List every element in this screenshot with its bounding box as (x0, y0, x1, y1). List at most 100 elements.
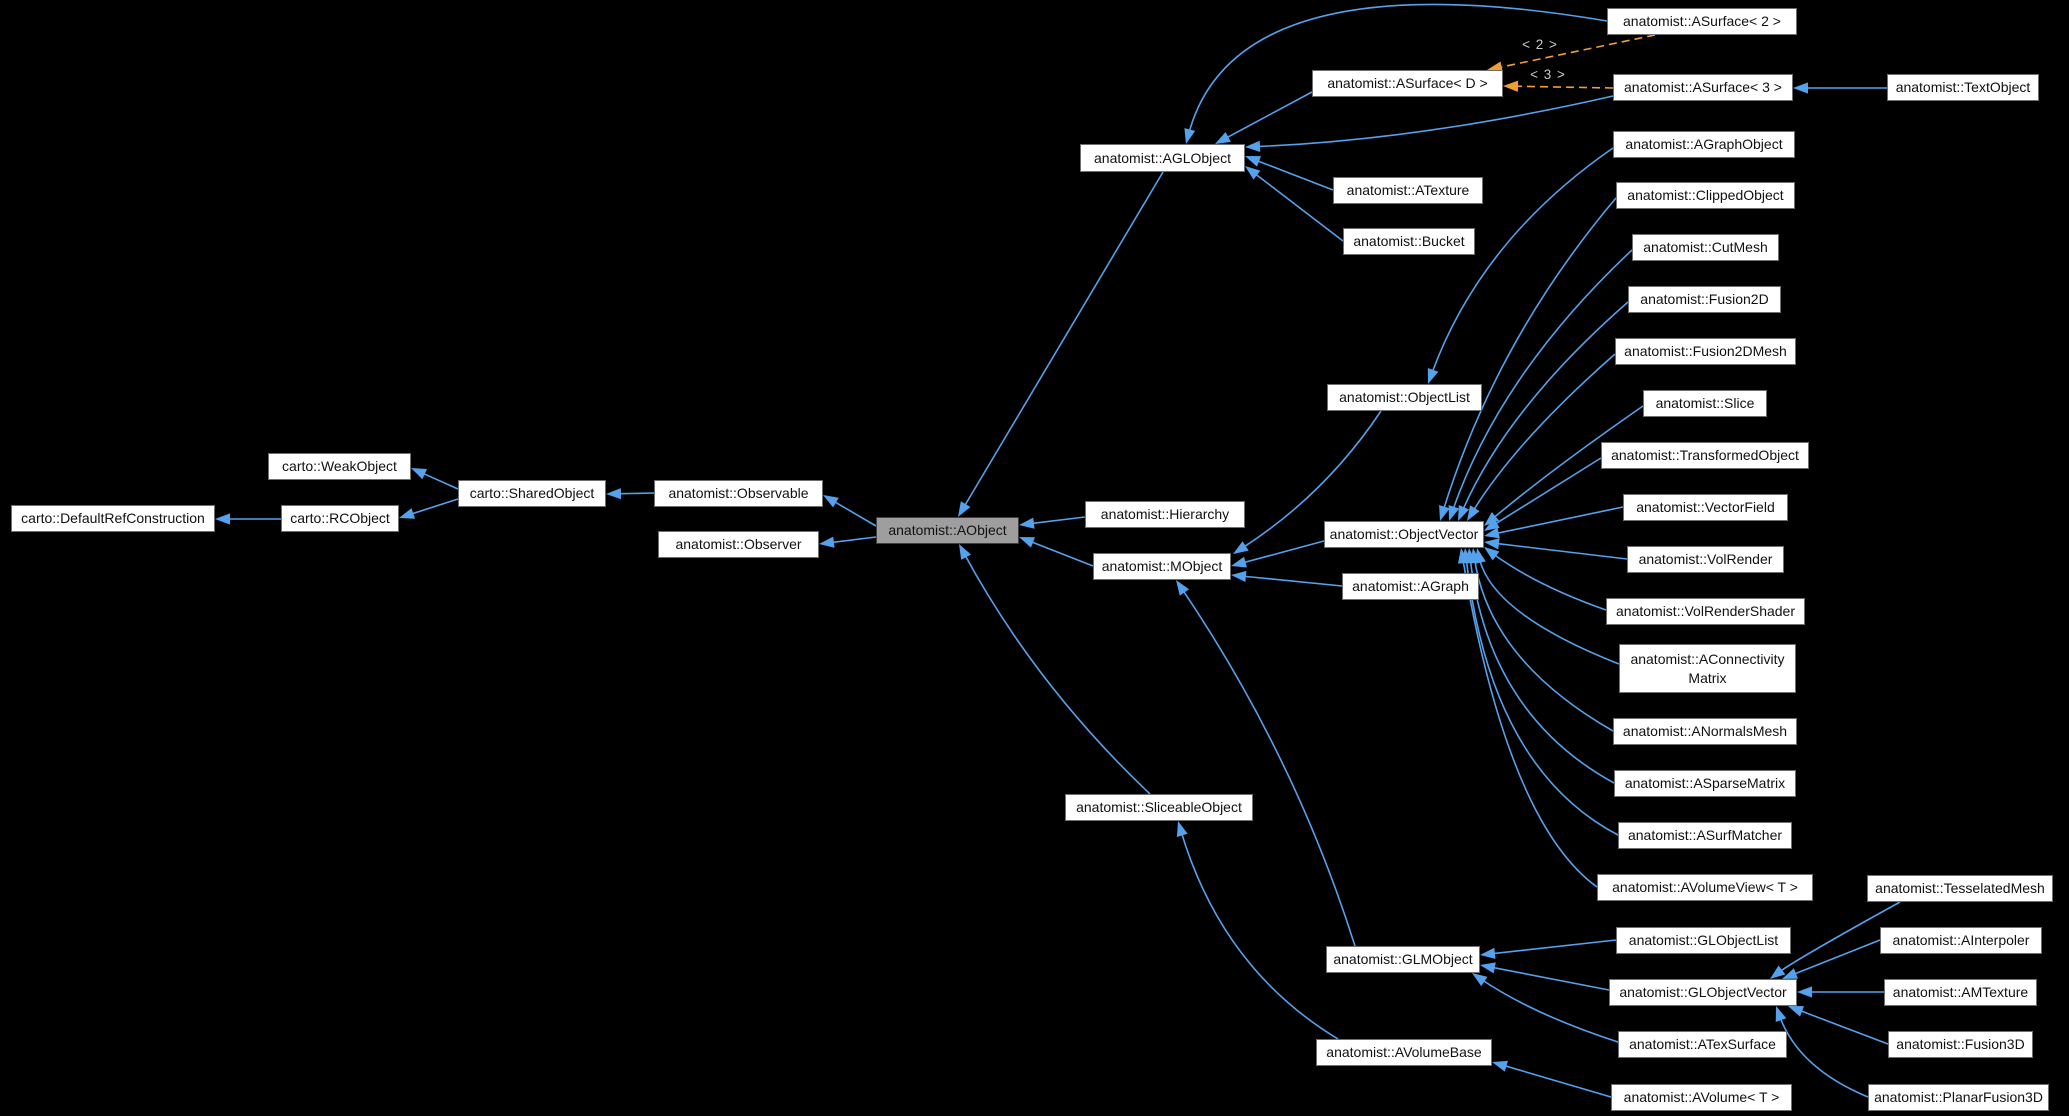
node-weak-object[interactable]: carto::WeakObject (268, 453, 411, 480)
arrowhead-icon (1487, 61, 1503, 73)
edge-planar-fusion3d--globject-vector (1778, 1015, 1869, 1098)
node-vol-render[interactable]: anatomist::VolRender (1627, 546, 1784, 573)
edge-object-list--mobject (1240, 410, 1382, 550)
edge-vol-render-shader--object-vector (1491, 552, 1607, 611)
node-aglobject[interactable]: anatomist::AGLObject (1080, 144, 1245, 172)
node-asparse-matrix[interactable]: anatomist::ASparseMatrix (1614, 770, 1796, 797)
class-name-label: anatomist::ATexture (1346, 182, 1470, 199)
template-arg-label: < 3 > (1530, 67, 1566, 82)
edge-tesselated-mesh--globject-vector (1777, 901, 1901, 974)
class-name-label: anatomist::Fusion2D (1640, 291, 1769, 308)
arrowhead-icon (959, 544, 972, 560)
node-transformed-object[interactable]: anatomist::TransformedObject (1601, 442, 1809, 469)
arrowhead-icon (1176, 580, 1190, 596)
node-agraph[interactable]: anatomist::AGraph (1342, 573, 1479, 600)
edge-slice--object-vector (1491, 405, 1644, 521)
edge-observable--shared-object (615, 492, 655, 495)
arrowhead-icon (1448, 504, 1460, 521)
node-object-vector[interactable]: anatomist::ObjectVector (1324, 521, 1484, 548)
node-default-ref-construction[interactable]: carto::DefaultRefConstruction (11, 505, 215, 532)
node-asurface-d[interactable]: anatomist::ASurface< D > (1312, 70, 1503, 97)
node-fusion2dmesh[interactable]: anatomist::Fusion2DMesh (1615, 338, 1796, 365)
node-globject-vector[interactable]: anatomist::GLObjectVector (1609, 979, 1797, 1006)
node-aconnectivity-matrix[interactable]: anatomist::AConnectivity Matrix (1619, 644, 1796, 693)
class-name-label: anatomist::ASurfMatcher (1627, 827, 1783, 844)
edge-avolume-base--sliceable-object (1180, 830, 1339, 1040)
node-hierarchy[interactable]: anatomist::Hierarchy (1085, 501, 1245, 528)
class-name-label: anatomist::TextObject (1895, 79, 2031, 96)
edge-fusion3d--globject-vector (1797, 1008, 1889, 1045)
arrowhead-icon (1484, 512, 1500, 526)
arrowhead-icon (1467, 505, 1480, 521)
node-observer[interactable]: anatomist::Observer (658, 531, 819, 558)
class-name-label: anatomist::Bucket (1353, 233, 1465, 250)
edge-aconnectivity-matrix--object-vector (1478, 557, 1620, 665)
class-name-label: carto::SharedObject (469, 485, 595, 502)
node-bucket[interactable]: anatomist::Bucket (1343, 228, 1475, 255)
node-vector-field[interactable]: anatomist::VectorField (1623, 494, 1788, 521)
node-asurface-3[interactable]: anatomist::ASurface< 3 > (1613, 74, 1793, 101)
edge-globject-list--glmobject (1489, 939, 1617, 955)
edge-avolume-view-t--object-vector (1461, 557, 1598, 888)
class-name-label: anatomist::GLObjectVector (1619, 984, 1787, 1001)
node-ainterpoler[interactable]: anatomist::AInterpoler (1880, 927, 2042, 954)
edge-ainterpoler--globject-vector (1790, 939, 1881, 977)
arrowhead-icon (1480, 947, 1496, 959)
node-fusion2d[interactable]: anatomist::Fusion2D (1628, 286, 1781, 313)
node-asurface-2[interactable]: anatomist::ASurface< 2 > (1607, 8, 1797, 35)
node-agraph-object[interactable]: anatomist::AGraphObject (1613, 131, 1795, 158)
node-atexture[interactable]: anatomist::ATexture (1333, 177, 1483, 204)
node-planar-fusion3d[interactable]: anatomist::PlanarFusion3D (1868, 1084, 2049, 1111)
node-object-list[interactable]: anatomist::ObjectList (1327, 384, 1482, 411)
class-name-label: anatomist::Observable (668, 485, 809, 502)
node-fusion3d[interactable]: anatomist::Fusion3D (1888, 1031, 2033, 1058)
class-name-label: anatomist::AInterpoler (1892, 932, 2030, 949)
arrowhead-icon (1503, 80, 1519, 92)
node-observable[interactable]: anatomist::Observable (654, 480, 823, 507)
class-name-label: anatomist::AObject (888, 522, 1007, 539)
node-globject-list[interactable]: anatomist::GLObjectList (1616, 927, 1791, 954)
node-rcobject[interactable]: carto::RCObject (281, 505, 399, 532)
node-avolume-t[interactable]: anatomist::AVolume< T > (1611, 1084, 1792, 1111)
node-shared-object[interactable]: carto::SharedObject (458, 480, 606, 507)
edge-globject-vector--glmobject (1489, 966, 1610, 991)
node-glmobject[interactable]: anatomist::GLMObject (1326, 946, 1480, 973)
edge-asurf-matcher--object-vector (1465, 557, 1619, 836)
class-name-label: anatomist::AGraph (1352, 578, 1469, 595)
node-clipped-object[interactable]: anatomist::ClippedObject (1616, 182, 1795, 209)
edge-anormals-mesh--object-vector (1473, 557, 1614, 732)
node-asurf-matcher[interactable]: anatomist::ASurfMatcher (1618, 822, 1792, 849)
class-name-label: anatomist::GLMObject (1333, 951, 1473, 968)
class-name-label: anatomist::SliceableObject (1076, 799, 1242, 816)
arrowhead-icon (819, 536, 835, 548)
node-sliceable-object[interactable]: anatomist::SliceableObject (1065, 794, 1253, 821)
class-name-label: anatomist::Slice (1655, 395, 1755, 412)
class-name-label: anatomist::AGraphObject (1625, 136, 1783, 153)
node-aobject[interactable]: anatomist::AObject (876, 517, 1019, 544)
node-tesselated-mesh[interactable]: anatomist::TesselatedMesh (1867, 875, 2053, 902)
node-amtexture[interactable]: anatomist::AMTexture (1884, 979, 2037, 1006)
edge-shared-object--weak-object (419, 471, 459, 490)
node-cut-mesh[interactable]: anatomist::CutMesh (1632, 234, 1779, 261)
node-slice[interactable]: anatomist::Slice (1643, 390, 1767, 417)
arrowhead-icon (1019, 517, 1035, 529)
class-name-label: anatomist::MObject (1101, 558, 1223, 575)
class-name-label: anatomist::ATexSurface (1629, 1036, 1776, 1053)
node-anormals-mesh[interactable]: anatomist::ANormalsMesh (1613, 718, 1797, 745)
class-name-label: anatomist::ASurface< 3 > (1624, 79, 1782, 96)
edge-hierarchy--aobject (1028, 516, 1086, 525)
node-avolume-view-t[interactable]: anatomist::AVolumeView< T > (1597, 874, 1813, 901)
edge-avolume-t--avolume-base (1501, 1064, 1612, 1098)
edge-vol-render--object-vector (1493, 542, 1628, 560)
edge-asurface-d--aglobject (1223, 91, 1313, 140)
template-arg-label: < 2 > (1522, 37, 1558, 52)
class-name-label: anatomist::AVolumeBase (1326, 1044, 1482, 1061)
class-name-label: anatomist::GLObjectList (1628, 932, 1779, 949)
node-avolume-base[interactable]: anatomist::AVolumeBase (1316, 1039, 1492, 1066)
class-name-label: anatomist::Fusion2DMesh (1624, 343, 1787, 360)
node-mobject[interactable]: anatomist::MObject (1093, 553, 1231, 580)
class-name-label: anatomist::ASurface< 2 > (1623, 13, 1781, 30)
node-vol-render-shader[interactable]: anatomist::VolRenderShader (1606, 598, 1805, 625)
node-text-object[interactable]: anatomist::TextObject (1887, 74, 2039, 101)
node-atex-surface[interactable]: anatomist::ATexSurface (1618, 1031, 1787, 1058)
